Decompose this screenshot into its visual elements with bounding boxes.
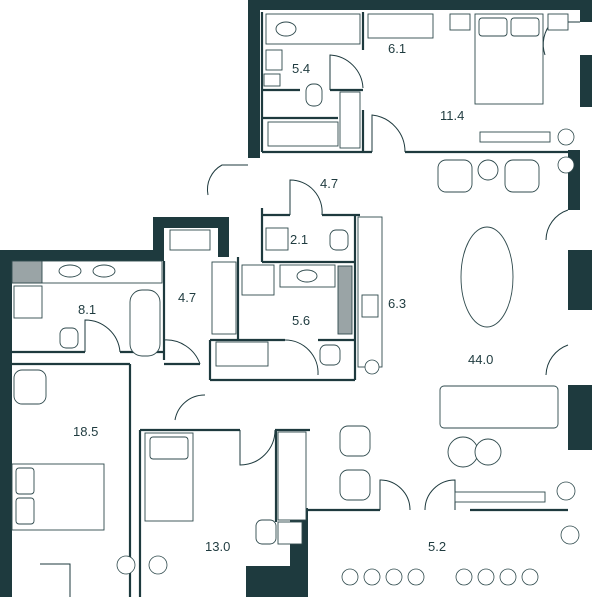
area-label-terrace: 5.2 bbox=[428, 539, 446, 554]
area-label-bedroom-small: 13.0 bbox=[205, 539, 230, 554]
doors bbox=[40, 21, 580, 597]
area-label-dressing-top: 6.1 bbox=[388, 41, 406, 56]
area-label-living: 44.0 bbox=[468, 352, 493, 367]
area-label-bedroom-top: 11.4 bbox=[440, 108, 464, 123]
furniture bbox=[11, 13, 569, 545]
area-label-wc: 2.1 bbox=[290, 232, 308, 247]
area-label-kitchen: 6.3 bbox=[388, 296, 406, 311]
partitions bbox=[12, 12, 568, 597]
area-label-hall-upper: 4.7 bbox=[320, 176, 338, 191]
area-label-bathroom-left: 8.1 bbox=[78, 302, 96, 317]
room-labels: 5.4 6.1 11.4 4.7 2.1 6.3 8.1 4.7 5.6 44.… bbox=[73, 41, 493, 554]
area-label-corridor: 4.7 bbox=[178, 290, 196, 305]
area-label-bedroom-left: 18.5 bbox=[73, 424, 98, 439]
area-label-bathroom-top: 5.4 bbox=[292, 61, 310, 76]
area-label-bathroom-mid: 5.6 bbox=[292, 313, 310, 328]
plants bbox=[116, 128, 580, 586]
